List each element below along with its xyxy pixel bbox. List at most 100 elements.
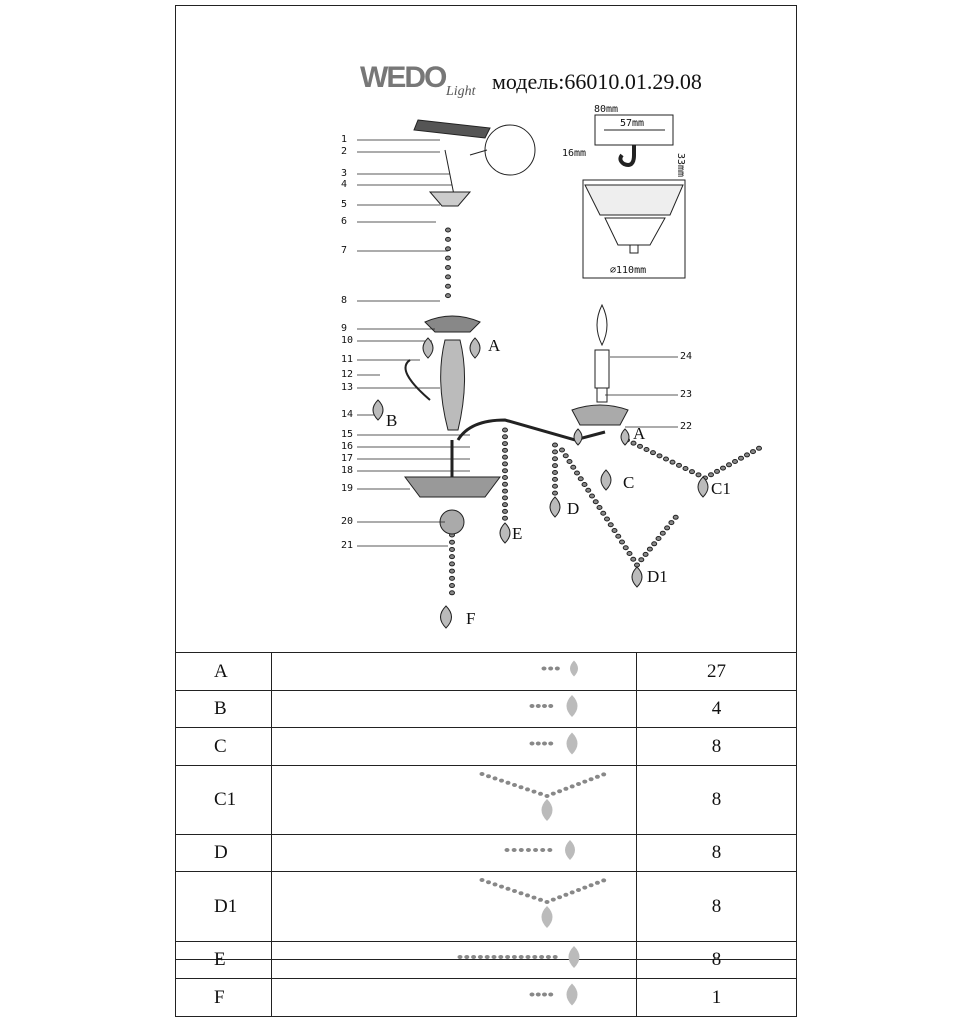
bead	[499, 778, 504, 783]
bead	[588, 777, 594, 782]
bead	[502, 488, 508, 494]
bead	[552, 483, 558, 489]
bead	[552, 476, 558, 482]
part-code: D	[175, 834, 272, 872]
bead	[502, 468, 508, 474]
pendant-d1-icon	[479, 878, 607, 928]
bead	[535, 704, 541, 708]
bead	[445, 265, 451, 270]
part-number-16: 16	[341, 441, 354, 452]
bead	[547, 848, 553, 852]
top-crown	[424, 315, 481, 333]
bead	[492, 882, 498, 887]
part-code: E	[175, 941, 272, 979]
bead	[585, 487, 592, 493]
crystal-drop	[600, 469, 612, 491]
part-qty: 27	[636, 652, 797, 691]
bead	[548, 666, 554, 671]
part-image	[271, 941, 637, 979]
bead	[594, 774, 600, 779]
bead	[445, 236, 451, 242]
bead	[548, 741, 554, 746]
bead	[669, 459, 676, 465]
bead	[449, 583, 455, 589]
bead	[464, 955, 470, 959]
pendant-c-icon	[529, 732, 578, 755]
dim-110mm: ⌀110mm	[610, 265, 647, 276]
crystal-drop	[565, 840, 575, 860]
bead	[589, 493, 595, 499]
part-number-5: 5	[341, 199, 348, 210]
bead	[544, 900, 550, 904]
pendant-f-icon	[529, 983, 578, 1006]
bead	[491, 955, 497, 959]
bead	[664, 525, 671, 531]
part-qty: 8	[636, 727, 797, 766]
bead	[479, 878, 485, 882]
bead	[569, 784, 575, 789]
bead	[626, 551, 633, 556]
bead	[563, 786, 569, 791]
bead	[622, 545, 629, 551]
bead	[552, 955, 558, 959]
bead	[502, 495, 508, 501]
table-row: A 27	[175, 652, 797, 691]
bead	[562, 453, 569, 459]
bead	[525, 848, 531, 852]
crystal-drop	[697, 476, 709, 498]
bead	[511, 848, 517, 852]
leader-lines	[357, 139, 678, 547]
bead	[557, 789, 563, 794]
bead	[449, 561, 455, 567]
model-number: модель:66010.01.29.08	[492, 69, 702, 94]
bead	[512, 889, 517, 893]
part-number-1: 1	[341, 134, 348, 145]
bead	[498, 955, 504, 959]
chandelier-diagram	[357, 114, 762, 629]
part-qty: 1	[636, 978, 797, 1017]
dim-33mm: 33mm	[675, 152, 687, 178]
bead	[651, 541, 658, 547]
bead	[552, 470, 558, 475]
table-row: C 8	[175, 727, 797, 766]
part-image	[271, 978, 637, 1017]
bead	[550, 791, 556, 796]
bead	[542, 704, 547, 708]
part-image	[271, 765, 637, 835]
bead	[449, 568, 455, 574]
crystal-drop	[620, 428, 630, 446]
bead	[600, 510, 607, 516]
bead	[505, 886, 511, 891]
pendant-label-d: D	[567, 499, 580, 518]
part-number-15: 15	[341, 429, 354, 440]
part-image	[271, 834, 637, 872]
bead	[637, 443, 643, 449]
part-number-12: 12	[341, 369, 354, 380]
crystal-drop	[541, 906, 553, 928]
bead	[650, 450, 656, 456]
bead	[502, 427, 508, 433]
part-qty: 8	[636, 834, 797, 872]
bead	[539, 955, 545, 959]
pendant-label-c1: C1	[711, 479, 731, 498]
bead	[550, 897, 556, 902]
bead	[750, 449, 756, 455]
part-image	[271, 871, 637, 942]
part-number-18: 18	[341, 465, 354, 476]
bead	[708, 472, 714, 478]
bead	[445, 283, 451, 289]
bead	[576, 782, 581, 786]
pendant-label-d1: D1	[647, 567, 668, 586]
bead	[502, 441, 508, 447]
pendant-d-icon	[504, 840, 575, 860]
bead	[630, 440, 637, 446]
bead	[601, 772, 607, 777]
part-number-19: 19	[341, 483, 354, 494]
part-number-3: 3	[341, 168, 348, 179]
bead	[576, 888, 581, 892]
bead	[445, 293, 451, 299]
bead	[630, 556, 637, 562]
bead	[505, 955, 511, 959]
part-number-13: 13	[341, 382, 354, 393]
dimension-drawing	[582, 114, 686, 279]
